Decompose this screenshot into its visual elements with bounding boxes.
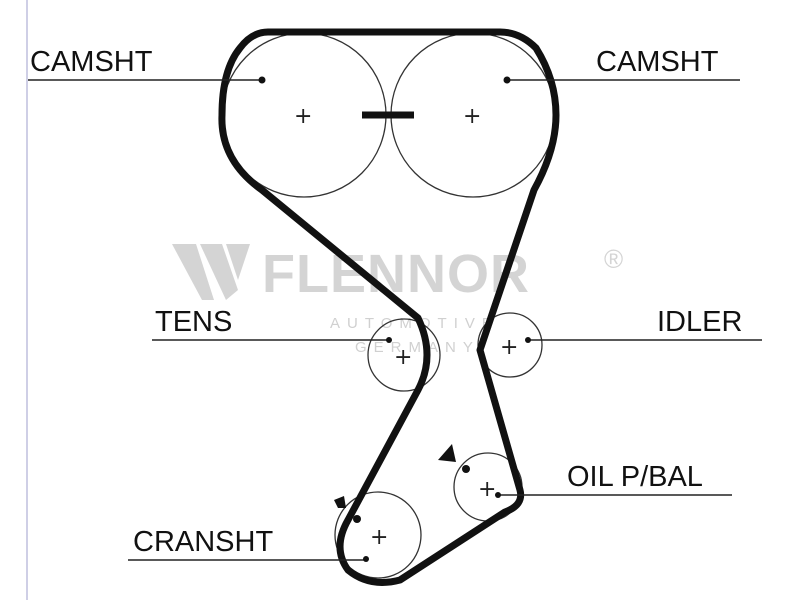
idler-center-mark: + xyxy=(500,335,518,360)
tensioner-pulley xyxy=(367,318,441,392)
tensioner-marker-dot xyxy=(386,337,392,343)
crankshaft-label: CRANSHT xyxy=(133,526,273,558)
watermark-logo: FLENNOR ® AUTOMOTIVE GERMANY xyxy=(172,244,623,356)
watermark-line1: AUTOMOTIVE xyxy=(330,315,499,332)
idler-marker-dot xyxy=(525,337,531,343)
camshaft-left-label: CAMSHT xyxy=(30,46,153,78)
camshaft-left-center-mark: + xyxy=(294,104,312,129)
oil-pump-marker-dot xyxy=(462,465,470,473)
idler-label: IDLER xyxy=(657,306,742,338)
crankshaft-timing-arrow-icon xyxy=(334,496,346,508)
watermark-brand: FLENNOR xyxy=(262,244,530,304)
tensioner-center-mark: + xyxy=(394,345,412,370)
camshaft-left-marker-dot xyxy=(258,76,266,84)
tensioner-label: TENS xyxy=(155,306,232,338)
camshaft-right-marker-dot xyxy=(503,76,511,84)
crankshaft-pulley xyxy=(334,491,422,579)
crankshaft-marker-dot-2 xyxy=(363,556,369,562)
camshaft-right-label: CAMSHT xyxy=(596,46,719,78)
camshaft-right-center-mark: + xyxy=(463,104,481,129)
oil-pump-timing-arrow-icon xyxy=(438,444,456,462)
timing-belt xyxy=(218,28,560,586)
crankshaft-marker-dot xyxy=(353,515,361,523)
flennor-logo-icon xyxy=(172,244,250,300)
oil-pump-balance-label: OIL P/BAL xyxy=(567,461,703,493)
oil-pump-marker-dot-2 xyxy=(495,492,501,498)
crankshaft-center-mark: + xyxy=(370,525,388,550)
oil-pump-center-mark: + xyxy=(478,477,496,502)
watermark-registered: ® xyxy=(604,244,623,274)
watermark-line2: GERMANY xyxy=(355,339,480,356)
